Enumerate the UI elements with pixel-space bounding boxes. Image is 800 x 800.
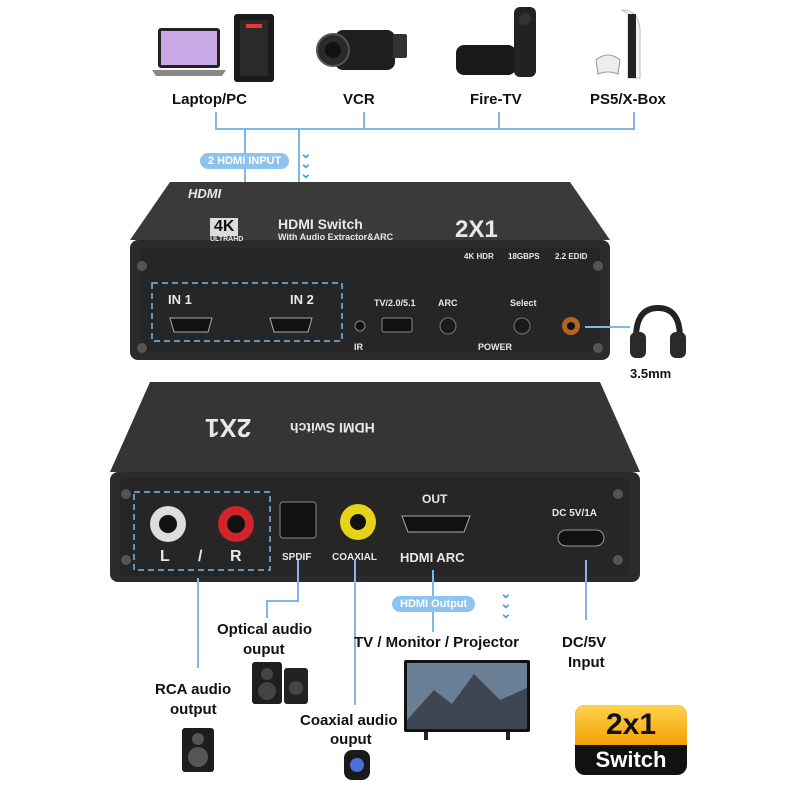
source-drop-4 <box>633 112 635 128</box>
label-dc-line2: Input <box>568 654 605 671</box>
switch-device-top: HDMI 4K ULTRAHD HDMI Switch With Audio E… <box>130 180 610 360</box>
switch-device-bottom: 2X1 HDMI Switch OUT L / R SPDIF COAXIAL … <box>110 382 640 582</box>
output-pill: HDMI Output <box>392 596 476 612</box>
fire-tv-icon <box>450 5 550 80</box>
port-label-rca-r: R <box>230 548 242 565</box>
camcorder-icon <box>315 20 410 80</box>
source-label-console: PS5/X-Box <box>590 91 666 108</box>
port-label-dc: DC 5V/1A <box>552 508 598 519</box>
port-label-rca-slash: / <box>198 548 203 565</box>
optical-line-h <box>266 600 299 602</box>
top-spec-gbps: 18GBPS <box>508 252 540 261</box>
source-drop-3 <box>498 112 500 128</box>
coaxial-line <box>354 560 356 705</box>
top-badge-4k: 4K <box>210 218 239 236</box>
port-label-coaxial: COAXIAL <box>332 552 377 563</box>
source-bus-line <box>215 128 635 130</box>
input-chevrons: ⌄⌄⌄ <box>300 145 312 181</box>
port-label-select: Select <box>510 298 537 308</box>
bookshelf-speakers-icon <box>250 660 310 705</box>
dc-line <box>585 560 587 620</box>
port-label-power: POWER <box>478 342 513 352</box>
bottom-title-mirrored: HDMI Switch <box>290 420 375 436</box>
optical-line-v2 <box>266 600 268 618</box>
tv-icon <box>404 660 530 742</box>
port-label-spdif: SPDIF <box>282 552 312 563</box>
label-dc-line1: DC/5V <box>562 634 607 651</box>
top-subtitle: With Audio Extractor&ARC <box>278 232 394 242</box>
port-label-hdmi-arc: HDMI ARC <box>400 550 465 565</box>
floor-speaker-icon <box>180 727 216 773</box>
game-console-icon <box>592 8 667 80</box>
label-optical-line1: Optical audio <box>217 621 313 638</box>
smart-speaker-icon <box>342 748 372 782</box>
laptop-pc-icon <box>152 10 282 85</box>
port-label-switch: TV/2.0/5.1 <box>374 298 416 308</box>
label-optical-line2: ouput <box>243 641 285 658</box>
source-label-firetv: Fire-TV <box>470 91 522 108</box>
port-label-arc: ARC <box>438 298 458 308</box>
headphones-icon <box>628 302 688 362</box>
headphone-line <box>585 326 630 328</box>
source-drop-1 <box>215 112 217 128</box>
source-label-vcr: VCR <box>343 91 375 108</box>
label-tv: TV / Monitor / Projector <box>354 634 520 651</box>
input-pill: 2 HDMI INPUT <box>200 153 290 169</box>
bottom-model-mirrored: 2X1 <box>205 413 252 443</box>
label-rca-line2: output <box>170 701 217 718</box>
top-brand: HDMI <box>188 186 222 201</box>
product-badge: 2x1 Switch <box>575 705 687 775</box>
label-rca-line1: RCA audio <box>155 681 232 698</box>
top-badge-ultrahd: ULTRAHD <box>210 236 244 243</box>
top-spec-edid: 2.2 EDID <box>555 252 588 261</box>
port-label-out: OUT <box>422 492 448 506</box>
optical-line-v <box>297 560 299 600</box>
source-label-laptop: Laptop/PC <box>172 91 247 108</box>
output-chevrons: ⌄⌄⌄ <box>500 585 512 621</box>
top-title: HDMI Switch <box>278 216 363 232</box>
top-spec-hdr: 4K HDR <box>464 252 494 261</box>
top-model: 2X1 <box>455 216 498 243</box>
badge-top-text: 2x1 <box>575 705 687 745</box>
label-coaxial-line2: ouput <box>330 731 372 748</box>
port-label-in2: IN 2 <box>290 292 314 307</box>
source-drop-2 <box>363 112 365 128</box>
port-label-in1: IN 1 <box>168 292 192 307</box>
headphone-label: 3.5mm <box>630 366 672 381</box>
rca-line <box>197 578 199 668</box>
label-coaxial-line1: Coaxial audio <box>300 712 398 729</box>
badge-bottom-text: Switch <box>595 747 667 772</box>
port-label-rca-l: L <box>160 548 170 565</box>
port-label-ir: IR <box>354 342 363 352</box>
